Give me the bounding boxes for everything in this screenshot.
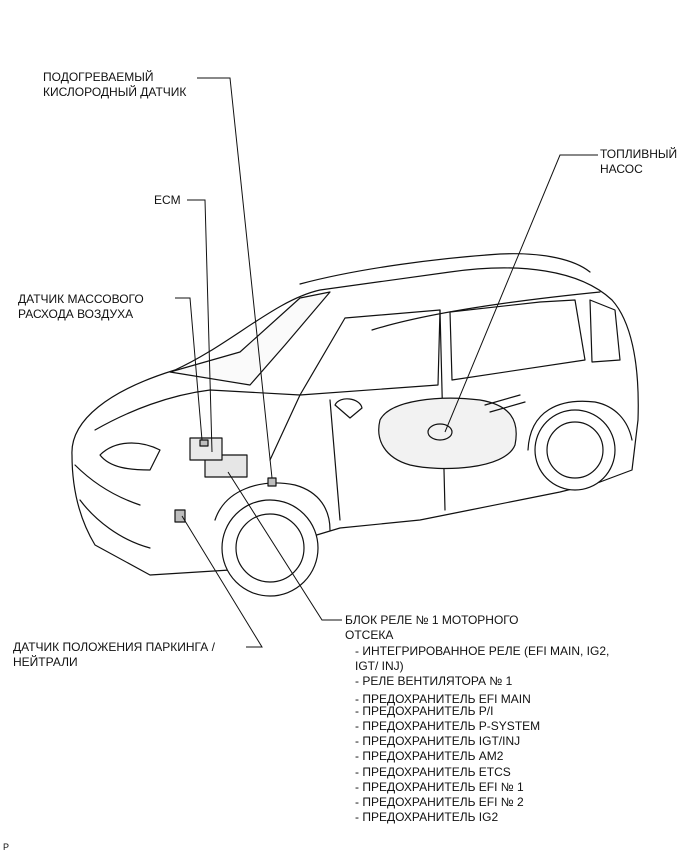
leader-maf <box>175 297 203 441</box>
relay-item: - РЕЛЕ ВЕНТИЛЯТОРА № 1 <box>355 674 513 689</box>
relay-item: - ПРЕДОХРАНИТЕЛЬ IGT/INJ <box>355 734 521 749</box>
leader-ecm <box>187 199 213 453</box>
relay-item: - ИНТЕГРИРОВАННОЕ РЕЛЕ (EFI MAIN, IG2, I… <box>355 644 610 674</box>
corner-mark: P <box>3 842 10 852</box>
leader-oxygen-sensor <box>197 77 273 479</box>
relay-item: - ПРЕДОХРАНИТЕЛЬ IG2 <box>355 810 499 825</box>
roof-rail <box>299 253 591 285</box>
ecm-label: ECM <box>154 193 181 207</box>
relay-item: - ПРЕДОХРАНИТЕЛЬ EFI № 2 <box>355 795 524 810</box>
relay-item: - ПРЕДОХРАНИТЕЛЬ P/I <box>355 703 494 718</box>
park-neutral-sensor-label: ДАТЧИК ПОЛОЖЕНИЯ ПАРКИНГА / НЕЙТРАЛИ <box>13 640 215 669</box>
headlight <box>99 442 161 471</box>
relay-items-list: - ИНТЕГРИРОВАННОЕ РЕЛЕ (EFI MAIN, IG2, I… <box>355 644 609 825</box>
relay-block-title: БЛОК РЕЛЕ № 1 МОТОРНОГО ОТСЕКА <box>345 613 519 642</box>
oxygen-sensor-label: ПОДОГРЕВАЕМЫЙ КИСЛОРОДНЫЙ ДАТЧИК <box>43 70 187 99</box>
windshield <box>169 291 331 386</box>
relay-item: - ПРЕДОХРАНИТЕЛЬ ETCS <box>355 764 511 779</box>
grille <box>74 464 141 506</box>
side-mirror <box>334 398 363 419</box>
fuel-tank <box>378 397 517 470</box>
relay-item: - ПРЕДОХРАНИТЕЛЬ EFI № 1 <box>355 779 524 794</box>
relay-item: - ПРЕДОХРАНИТЕЛЬ AM2 <box>355 749 504 764</box>
relay-item: - ПРЕДОХРАНИТЕЛЬ EFI MAIN <box>355 691 531 706</box>
leader-relay-block <box>227 471 342 621</box>
leader-park-neutral <box>181 515 263 648</box>
ecm-unit <box>189 437 223 461</box>
fuel-pump-label: ТОПЛИВНЫЙ НАСОС <box>600 147 678 176</box>
rear-window <box>449 299 586 381</box>
relay-item: - ПРЕДОХРАНИТЕЛЬ P-SYSTEM <box>355 719 541 734</box>
front-window <box>299 309 441 396</box>
leader-fuel-pump <box>444 154 598 433</box>
maf-sensor-label: ДАТЧИК МАССОВОГО РАСХОДА ВОЗДУХА <box>18 292 144 321</box>
